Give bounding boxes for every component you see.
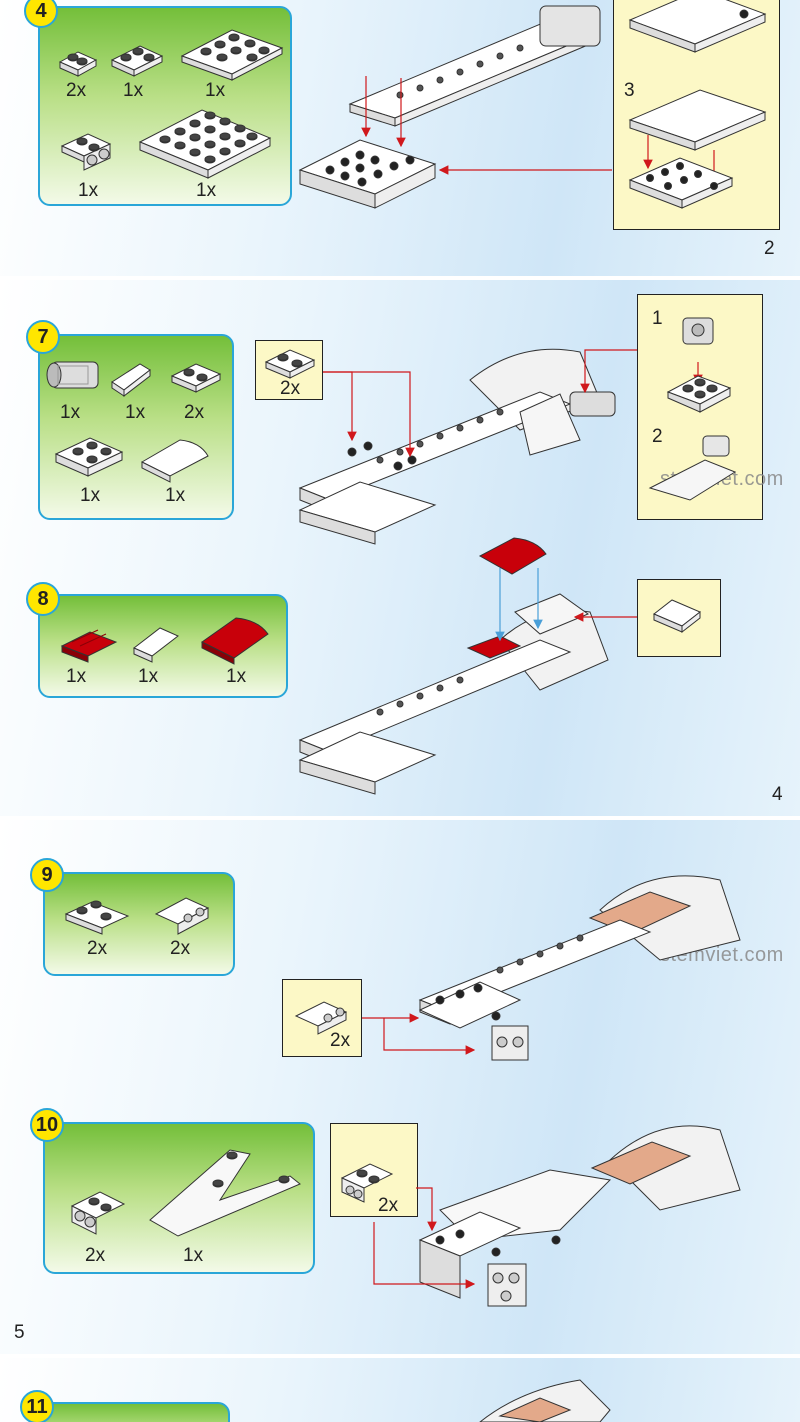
sub-step-number: 3 xyxy=(624,80,635,101)
page-number: 4 xyxy=(772,784,783,805)
part-curved-slope-red xyxy=(201,617,269,665)
part-quantity: 1x xyxy=(80,485,101,506)
part-quantity: 2x xyxy=(184,402,205,423)
callout-quantity: 2x xyxy=(378,1195,399,1216)
part-wedge-plate xyxy=(149,1149,301,1237)
assembly-step-7 xyxy=(298,348,616,545)
part-bracket xyxy=(154,897,210,935)
part-bracket xyxy=(60,133,112,171)
part-quantity: 1x xyxy=(123,80,144,101)
part-plate-1x2 xyxy=(58,51,98,77)
part-quantity: 1x xyxy=(165,485,186,506)
instruction-page-next: 11 xyxy=(0,1358,800,1422)
assembly-step-9 xyxy=(418,875,741,1061)
part-slope-white xyxy=(133,627,179,663)
part-slope-white xyxy=(653,599,701,634)
assembly-step-10 xyxy=(418,1125,741,1307)
page-number: 2 xyxy=(764,238,775,259)
part-quantity: 2x xyxy=(87,938,108,959)
step-badge: 9 xyxy=(30,858,64,892)
assembly-step-4 xyxy=(298,5,601,209)
part-bracket xyxy=(70,1191,126,1235)
part-quantity: 2x xyxy=(66,80,87,101)
parts-box-step-9 xyxy=(43,872,235,976)
part-quantity: 1x xyxy=(125,402,146,423)
part-quantity: 1x xyxy=(78,180,99,201)
part-grille-red xyxy=(60,629,118,663)
assembly-step-8 xyxy=(298,537,609,795)
step-badge: 8 xyxy=(26,582,60,616)
part-plate-corner xyxy=(64,900,130,935)
part-callout xyxy=(282,979,362,1057)
page-separator xyxy=(0,276,800,280)
step-badge: 11 xyxy=(20,1390,54,1422)
part-quantity: 2x xyxy=(85,1245,106,1266)
part-plate-2x6 xyxy=(180,29,284,81)
callout-quantity: 2x xyxy=(280,378,301,399)
part-bracket xyxy=(294,1001,348,1035)
part-plate-1x2 xyxy=(170,363,222,393)
part-quantity: 1x xyxy=(196,180,217,201)
part-curved-slope xyxy=(140,439,209,483)
instruction-page-4: 7 1x 1x 2x 1x 1x 2x 1 2 stemviet.com 8 1… xyxy=(0,280,800,816)
part-plate-4x6 xyxy=(138,109,272,179)
part-plate-2x2 xyxy=(54,437,124,477)
callout-quantity: 2x xyxy=(330,1030,351,1051)
callout-subassembly-drawing xyxy=(648,317,737,501)
step-badge: 7 xyxy=(26,320,60,354)
step-badge: 4 xyxy=(24,0,58,28)
part-quantity: 2x xyxy=(170,938,191,959)
part-quantity: 1x xyxy=(60,402,81,423)
sub-step-number: 1 xyxy=(652,308,663,329)
part-plate-1x3 xyxy=(110,45,164,77)
part-quantity: 1x xyxy=(66,666,87,687)
part-plate-1x2 xyxy=(264,349,316,379)
sub-step-number: 2 xyxy=(652,426,663,447)
part-quantity: 1x xyxy=(226,666,247,687)
page-separator xyxy=(0,1354,800,1358)
part-quantity: 1x xyxy=(183,1245,204,1266)
step-badge: 10 xyxy=(30,1108,64,1142)
part-bracket xyxy=(340,1163,394,1203)
page-number: 5 xyxy=(14,1322,25,1343)
part-quantity: 1x xyxy=(138,666,159,687)
callout-subassembly-drawing xyxy=(628,0,767,209)
part-quantity: 1x xyxy=(205,80,226,101)
assembly-step-11-preview xyxy=(479,1379,611,1422)
page-separator xyxy=(0,816,800,820)
part-engine-cylinder xyxy=(46,361,99,389)
part-slope-1x2 xyxy=(111,363,151,398)
